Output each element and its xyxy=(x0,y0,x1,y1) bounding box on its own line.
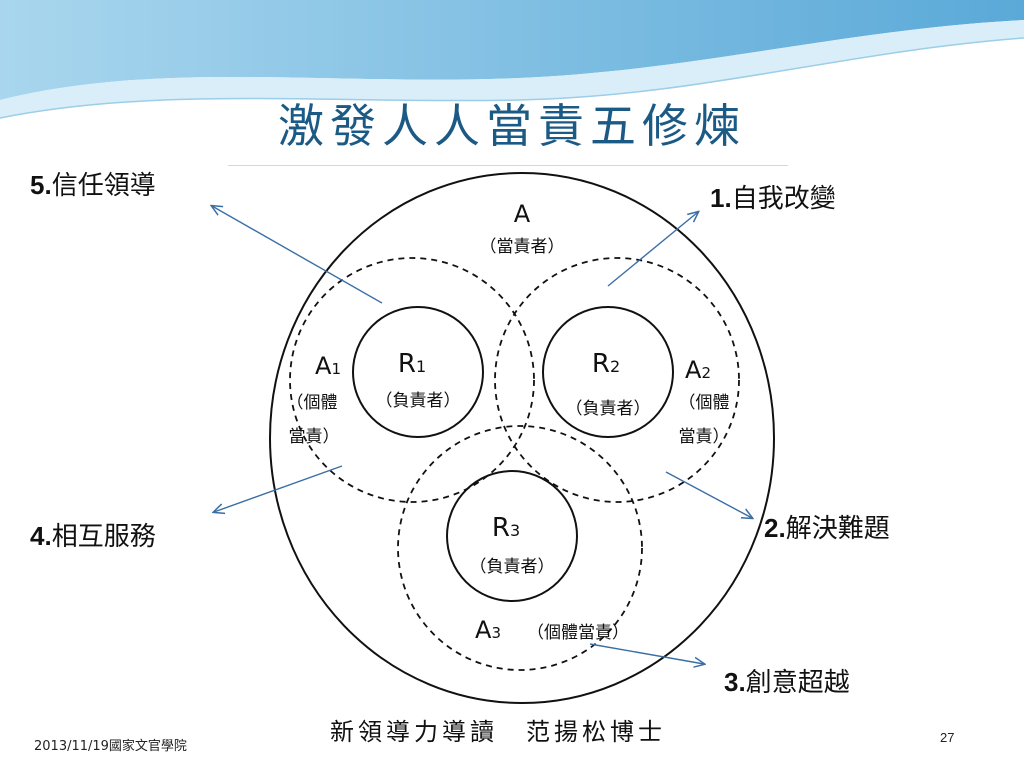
wave-band-dark xyxy=(0,0,1024,100)
dashed-circle-a1 xyxy=(289,257,535,503)
arrow-to-callout-5 xyxy=(212,206,383,304)
callout-3-text: 創意超越 xyxy=(745,668,850,698)
callout-2-number: 2. xyxy=(764,513,786,543)
label-a2-role-line2: 當責） xyxy=(679,427,730,447)
label-a2: A2 xyxy=(685,356,711,384)
callout-1-text: 自我改變 xyxy=(731,184,836,214)
label-a3: A3 xyxy=(475,616,501,644)
callout-3: 3.創意超越 xyxy=(724,662,850,699)
header-wave xyxy=(0,0,1024,119)
dashed-circle-a3 xyxy=(397,425,643,671)
label-outer-a: A xyxy=(514,200,531,228)
callout-3-number: 3. xyxy=(724,667,746,697)
circle-r2 xyxy=(542,306,674,438)
callout-2: 2.解決難題 xyxy=(764,508,890,545)
source-caption: 新領導力導讀 范揚松博士 xyxy=(330,718,666,746)
callout-2-text: 解決難題 xyxy=(785,514,890,544)
label-outer-role: （當責者） xyxy=(480,237,565,257)
arrow-to-callout-2 xyxy=(665,471,752,518)
slide-title: 激發人人當責五修煉 xyxy=(278,99,746,153)
label-a1-role-line1: （個體 xyxy=(287,393,338,413)
label-r2: R2 xyxy=(592,349,620,379)
dashed-circle-a2 xyxy=(494,257,740,503)
callout-4: 4.相互服務 xyxy=(30,516,156,553)
page-number: 27 xyxy=(940,730,955,745)
arrow-to-callout-3 xyxy=(589,643,704,664)
label-r1: R1 xyxy=(398,349,426,379)
callout-5-number: 5. xyxy=(30,170,52,200)
label-a2-role-line1: （個體 xyxy=(679,393,730,413)
callout-1: 1.自我改變 xyxy=(710,178,836,215)
label-a1: A1 xyxy=(315,352,341,380)
wave-line xyxy=(0,37,1024,119)
label-a1-role-line2: 當責） xyxy=(289,427,340,447)
callout-4-text: 相互服務 xyxy=(51,522,156,552)
callout-4-number: 4. xyxy=(30,521,52,551)
outer-circle-a xyxy=(269,172,775,704)
wave-band-light xyxy=(0,20,1024,118)
diagram-panel xyxy=(165,168,893,718)
label-r3: R3 xyxy=(492,513,520,543)
label-r1-role: （負責者） xyxy=(376,391,461,411)
arrow-to-callout-1 xyxy=(607,212,698,287)
callout-5: 5.信任領導 xyxy=(30,165,156,202)
circle-r1 xyxy=(352,306,484,438)
arrow-to-callout-4 xyxy=(214,465,343,512)
label-a3-role: （個體當責） xyxy=(527,623,629,643)
label-r3-role: （負責者） xyxy=(470,557,555,577)
callout-5-text: 信任領導 xyxy=(51,171,156,201)
footer-date: 2013/11/19國家文官學院 xyxy=(34,739,187,754)
label-r2-role: （負責者） xyxy=(566,399,651,419)
circle-r3 xyxy=(446,470,578,602)
callout-1-number: 1. xyxy=(710,183,732,213)
title-underline xyxy=(228,165,788,166)
